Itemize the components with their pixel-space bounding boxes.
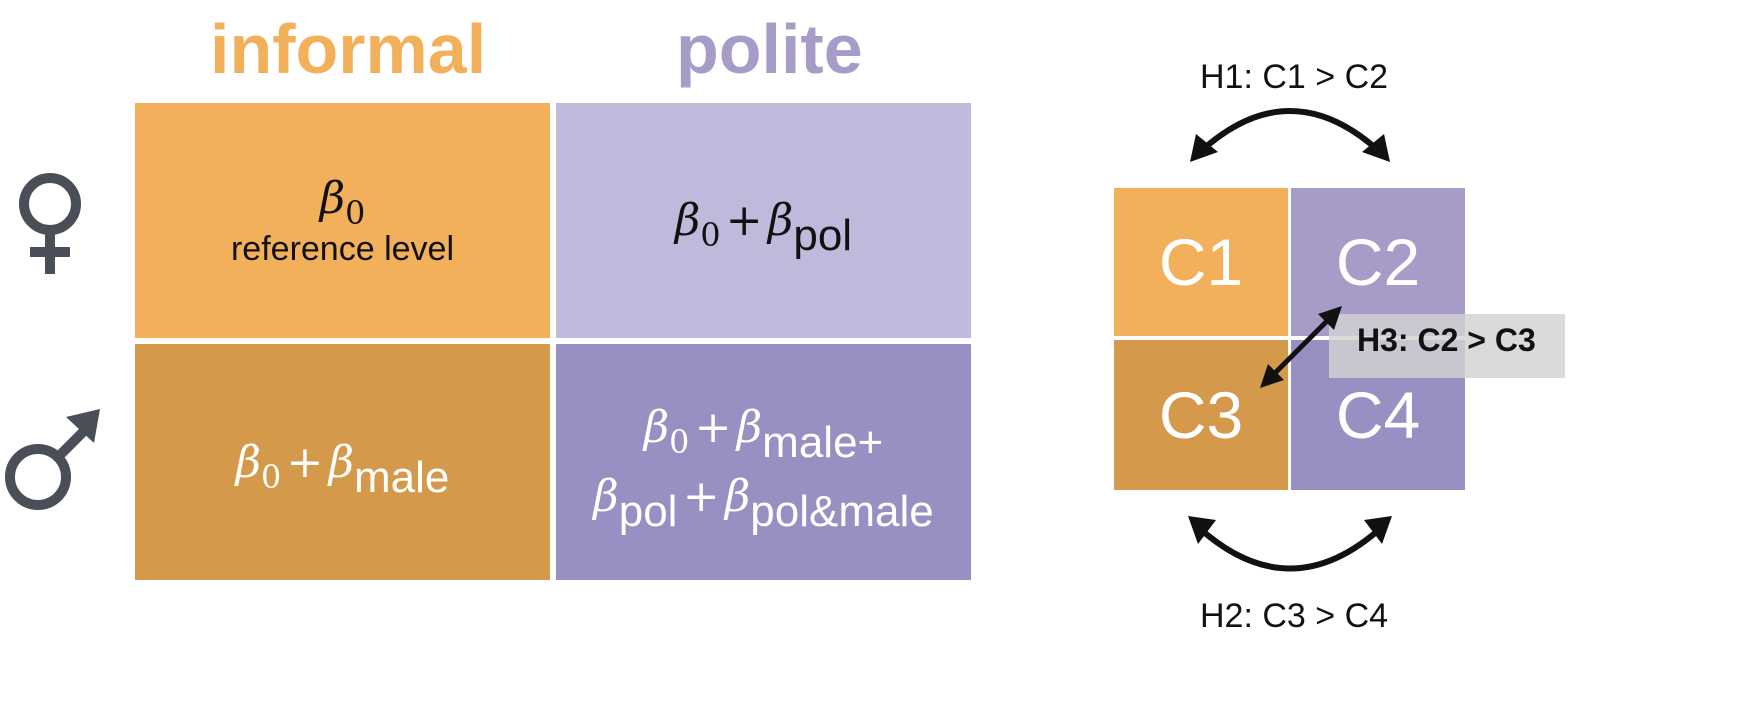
cell-male-polite: β0+βmale+ βpol+βpol&male (556, 344, 971, 580)
h3-label-box (1329, 314, 1565, 378)
plus-operator: + (725, 195, 763, 246)
cell-female-informal: β0 reference level (135, 103, 550, 338)
h2-arrowhead-left-icon (1188, 516, 1216, 544)
reference-level-label: reference level (230, 229, 454, 268)
beta-symbol: β (674, 195, 701, 246)
h3-arrowhead-top-icon (1318, 306, 1342, 330)
beta-subscript: 0 (261, 459, 282, 496)
h1-arrowhead-right-icon (1362, 134, 1390, 162)
beta-symbol: β (724, 471, 751, 522)
female-symbol-icon (19, 173, 81, 274)
quadrant-c2: C2 (1291, 188, 1465, 336)
plus-operator: + (286, 436, 324, 488)
beta-subscript: male (762, 418, 858, 468)
beta-symbol: β (328, 436, 355, 488)
beta-symbol: β (643, 402, 670, 453)
h3-double-arrow-icon (1268, 314, 1334, 380)
beta-symbol: β (593, 471, 619, 522)
cell-male-informal: β0+βmale (135, 344, 550, 580)
h2-arrowhead-right-icon (1364, 516, 1392, 544)
h3-arrowhead-bottom-icon (1260, 364, 1284, 388)
beta-subscript: pol&male (750, 487, 934, 537)
beta-subscript: 0 (700, 218, 721, 255)
quadrant-c3: C3 (1114, 340, 1288, 490)
column-header-informal: informal (210, 10, 487, 88)
column-header-polite: polite (676, 10, 863, 88)
plus-operator: + (682, 471, 720, 522)
plus-operator: + (857, 418, 884, 468)
h2-double-arrow-icon (1195, 524, 1385, 572)
plus-operator: + (694, 402, 732, 453)
beta-subscript: pol (793, 211, 853, 261)
beta-subscript: male (354, 452, 450, 502)
beta-symbol: β (235, 436, 262, 488)
quadrant-c1: C1 (1114, 188, 1288, 336)
h1-double-arrow-icon (1197, 108, 1383, 155)
hypothesis-h1-label: H1: C1 > C2 (1200, 58, 1389, 96)
cell-female-polite: β0+βpol (556, 103, 971, 338)
hypothesis-h2-label: H2: C3 > C4 (1200, 597, 1389, 635)
beta-symbol: β (319, 172, 346, 224)
hypothesis-h3-label: H3: C2 > C3 (1357, 322, 1536, 358)
beta-subscript: 0 (669, 425, 690, 462)
beta-subscript: 0 (345, 195, 366, 232)
male-symbol-icon (5, 409, 100, 510)
beta-symbol: β (767, 195, 794, 246)
beta-symbol: β (736, 402, 763, 453)
h1-arrowhead-left-icon (1190, 134, 1218, 162)
beta-subscript: pol (618, 487, 678, 537)
